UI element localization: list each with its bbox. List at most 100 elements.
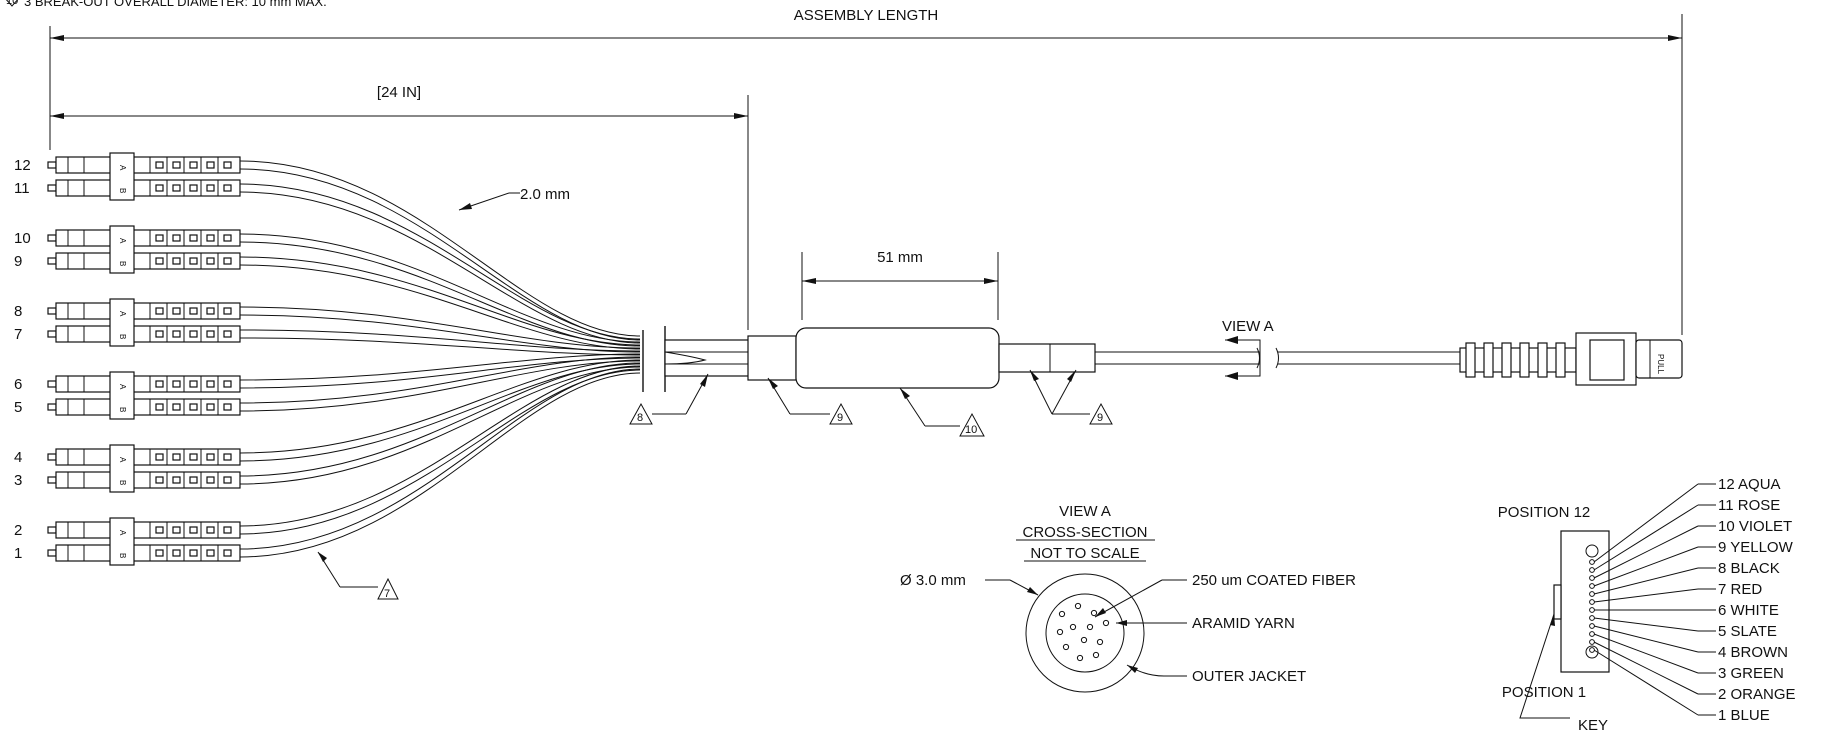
fiber-leg-11 (239, 183, 641, 340)
callout-heat-shrink-left: 9 (767, 377, 853, 425)
pinout-position-label: 10 VIOLET (1718, 518, 1792, 535)
pinout-row: 3 GREEN (1589, 631, 1784, 682)
aramid-yarn-label: ARAMID YARN (1192, 615, 1295, 632)
fiber-leg-5 (239, 356, 641, 404)
duplex-clip: AB (109, 444, 135, 493)
fiber-leg-8 (239, 306, 641, 349)
fiber-core (1058, 610, 1066, 618)
pinout-position-label: 4 BROWN (1718, 644, 1788, 661)
lc-connector-5: 5 (14, 398, 241, 416)
heat-shrink-left (747, 335, 797, 381)
cross-section-title: VIEW A (1059, 503, 1111, 520)
top-note: 10 3 BREAK-OUT OVERALL DIAMETER: 10 mm M… (5, 0, 327, 9)
lc-connector-8: 8 (14, 302, 241, 320)
pinout-position-1-label: POSITION 1 (1502, 684, 1586, 701)
callout-leg-note: 7 (317, 551, 399, 600)
pinout-row: 2 ORANGE (1589, 639, 1796, 703)
fiber-core (1096, 638, 1104, 646)
lc-connector-12: 12 (14, 156, 241, 174)
connector-number-2: 2 (14, 522, 22, 539)
outer-jacket-label: OUTER JACKET (1192, 668, 1306, 685)
pinout-row: 10 VIOLET (1589, 518, 1792, 581)
fiber-cores (1056, 602, 1110, 662)
fiber-leg-9 (239, 256, 641, 346)
clip-tab-b: B (118, 407, 127, 412)
pinout-row: 12 AQUA (1589, 476, 1781, 565)
fiber-leg-7 (239, 329, 641, 352)
heat-shrink-right (998, 343, 1096, 373)
fiber-leg-2 (239, 365, 641, 527)
callout-9-right-number: 9 (1097, 412, 1103, 424)
pinout-row: 4 BROWN (1589, 623, 1788, 661)
connector-number-11: 11 (14, 180, 30, 197)
lc-connector-10: 10 (14, 229, 241, 247)
fiber-core (1092, 651, 1100, 659)
fiber-leg-3 (239, 362, 641, 477)
pinout-position-label: 11 ROSE (1718, 497, 1780, 514)
fiber-leg-1 (239, 368, 641, 550)
mtp-key (1553, 584, 1562, 620)
cross-section-scale-note: NOT TO SCALE (1030, 545, 1139, 562)
pinout-row: 6 WHITE (1589, 602, 1779, 619)
mtp-strain-relief (1459, 342, 1577, 378)
lc-connector-4: 4 (14, 448, 241, 466)
leg-length-label: [24 IN] (377, 84, 421, 101)
clip-tab-a: A (118, 530, 127, 536)
lc-connector-9: 9 (14, 252, 241, 270)
breakout-body (795, 327, 1000, 389)
pinout-position-label: 1 BLUE (1718, 707, 1770, 724)
fiber-leg-12 (239, 160, 641, 337)
connector-number-4: 4 (14, 449, 22, 466)
clip-tab-b: B (118, 553, 127, 558)
guide-hole-top (1585, 544, 1599, 558)
callout-9-left-number: 9 (837, 412, 843, 424)
clip-tab-a: A (118, 457, 127, 463)
pinout-position-label: 7 RED (1718, 581, 1762, 598)
pinout-row: 1 BLUE (1589, 647, 1770, 724)
fiber-legs (239, 160, 641, 558)
top-note-text: 3 BREAK-OUT OVERALL DIAMETER: 10 mm MAX. (24, 0, 327, 9)
callout-heat-shrink-right: 9 (1029, 369, 1113, 425)
fiber-leg-6 (239, 353, 641, 381)
connector-number-12: 12 (14, 157, 31, 174)
clip-tab-a: A (118, 238, 127, 244)
connector-number-8: 8 (14, 303, 22, 320)
callout-breakout-body: 10 (899, 387, 985, 437)
leg-length-dimension: [24 IN] (49, 84, 749, 330)
pinout-row: 9 YELLOW (1589, 539, 1794, 589)
lc-connector-7: 7 (14, 325, 241, 343)
clip-tab-b: B (118, 188, 127, 193)
inner-yarn-ring (1045, 593, 1125, 673)
mtp-connector: PULL (1575, 332, 1683, 386)
pinout-position-label: 2 ORANGE (1718, 686, 1796, 703)
fiber-leg-10 (239, 233, 641, 343)
clip-tab-a: A (118, 165, 127, 171)
connector-number-10: 10 (14, 230, 31, 247)
fiber-core (1074, 602, 1082, 610)
fiber-core (1069, 623, 1077, 631)
coated-fiber-label: 250 um COATED FIBER (1192, 572, 1356, 589)
connector-number-5: 5 (14, 399, 22, 416)
fiber-core (1086, 623, 1094, 631)
clip-tab-b: B (118, 261, 127, 266)
lc-connector-3: 3 (14, 471, 241, 489)
assembly-length-label: ASSEMBLY LENGTH (794, 7, 939, 24)
duplex-clip: AB (109, 517, 135, 566)
callout-10-number: 10 (965, 424, 977, 436)
connector-number-1: 1 (14, 545, 22, 562)
connector-number-3: 3 (14, 472, 22, 489)
fiber-size-callout: 2.0 mm (458, 186, 570, 211)
fiber-leg-4 (239, 359, 641, 454)
pinout-position-label: 3 GREEN (1718, 665, 1784, 682)
view-a-label: VIEW A (1222, 318, 1274, 335)
outer-jacket-ring (1025, 573, 1145, 693)
duplex-clip: AB (109, 152, 135, 201)
clip-tab-a: A (118, 384, 127, 390)
trunk-cable (1095, 347, 1460, 369)
fiber-core (1090, 609, 1098, 617)
top-note-ref: 10 (6, 0, 18, 7)
pinout-row: 8 BLACK (1589, 560, 1780, 597)
mtp-pull-label: PULL (1656, 354, 1665, 375)
